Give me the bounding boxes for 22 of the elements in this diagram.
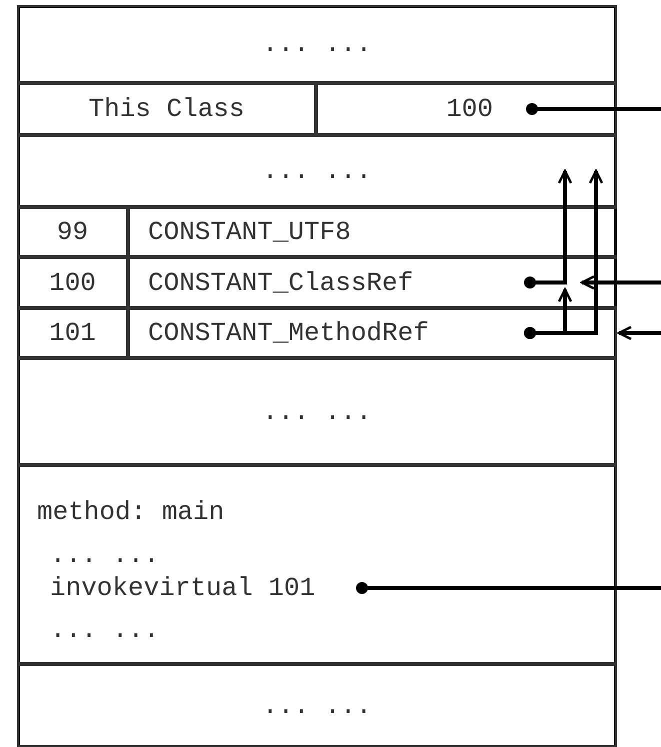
field-value-cell: 100 xyxy=(316,83,617,135)
index-cell: 100 xyxy=(17,257,128,308)
constant-type-cell: CONSTANT_MethodRef xyxy=(128,308,617,358)
method-box xyxy=(17,465,617,664)
ellipsis-row: ... ... xyxy=(17,135,617,207)
method-heading: method: main xyxy=(37,497,224,527)
constant-type-cell: CONSTANT_ClassRef xyxy=(128,257,580,308)
constant-type-cell: CONSTANT_UTF8 xyxy=(128,207,550,257)
ellipsis-text: ... ... xyxy=(50,538,210,572)
ellipsis-row: ... ... xyxy=(17,358,617,465)
instruction-text: invokevirtual 101 xyxy=(50,571,350,605)
ellipsis-row: ... ... xyxy=(17,664,617,747)
arrow xyxy=(524,170,572,288)
arrow xyxy=(524,170,604,339)
ellipsis-row: ... ... xyxy=(17,5,617,83)
index-cell: 101 xyxy=(17,308,128,358)
field-name-cell: This Class xyxy=(17,83,316,135)
index-cell: 99 xyxy=(17,207,128,257)
frame-box xyxy=(17,5,617,747)
ellipsis-text: ... ... xyxy=(50,613,210,647)
arrow xyxy=(580,275,661,290)
arrow xyxy=(618,326,661,340)
